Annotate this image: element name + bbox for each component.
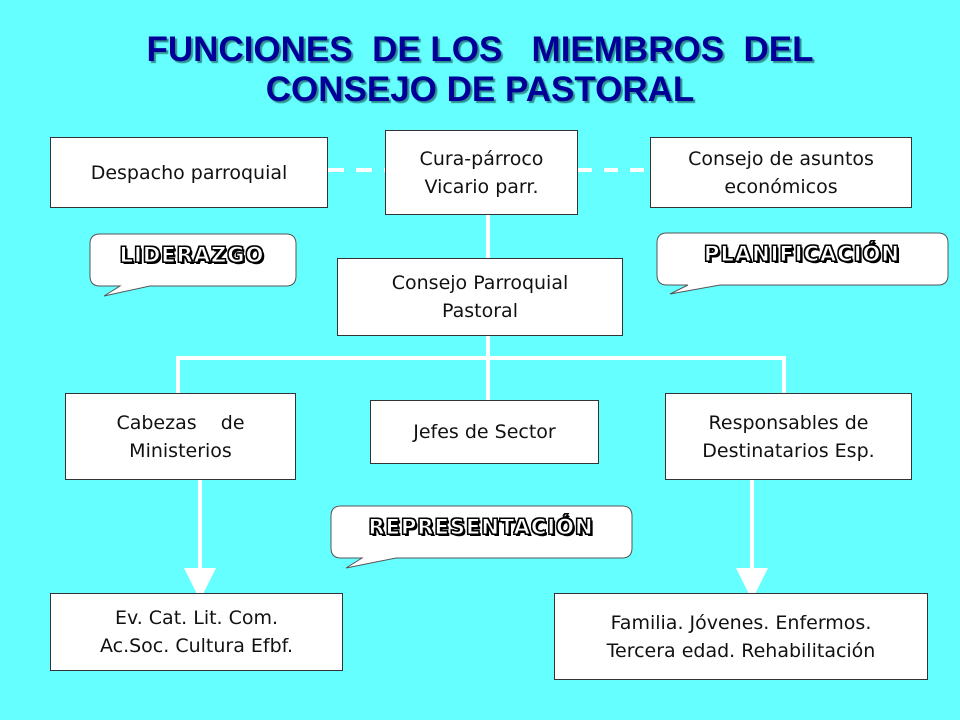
- box-consejo-line-2: Pastoral: [442, 300, 518, 322]
- callout-liderazgo-label: LIDERAZGO: [119, 243, 265, 268]
- box-cabezas-line-1: Cabezas de: [116, 411, 245, 434]
- box-jefes-line-1: Jefes de Sector: [413, 421, 556, 443]
- callout-planificacion-bubble: [656, 232, 949, 295]
- box-asuntos-line-2: económicos: [724, 175, 838, 198]
- box-ev-line-1: Ev. Cat. Lit. Com.: [114, 607, 279, 629]
- title-line-2: CONSEJO DE PASTORAL: [265, 70, 695, 109]
- box-cabezas-ministerios: Cabezas de Ministerios: [65, 393, 296, 480]
- box-cura-line-2: Vicario parr.: [424, 175, 539, 198]
- box-responsables-line-2: Destinatarios Esp.: [702, 439, 875, 462]
- box-asuntos-line-1: Consejo de asuntos: [688, 147, 874, 170]
- box-cura-parroco: Cura-párroco Vicario parr.: [385, 130, 578, 215]
- callout-representacion-label: REPRESENTACIÓN: [368, 515, 594, 540]
- callout-planificacion-label: PLANIFICACIÓN: [704, 242, 900, 267]
- diagram-title: FUNCIONES DE LOS MIEMBROS DEL CONSEJO DE…: [0, 30, 960, 110]
- box-familia-line-1: Familia. Jóvenes. Enfermos.: [610, 611, 872, 634]
- box-cabezas-line-2: Ministerios: [129, 439, 232, 462]
- box-ev-cat-lit: Ev. Cat. Lit. Com. Ac.Soc. Cultura Efbf.: [50, 593, 343, 671]
- callout-representacion-bubble: [330, 505, 633, 569]
- box-consejo-asuntos-economicos: Consejo de asuntos económicos: [650, 137, 912, 208]
- box-familia-line-2: Tercera edad. Rehabilitación: [606, 639, 876, 662]
- box-despacho-line-1: Despacho parroquial: [90, 161, 288, 184]
- box-familia-jovenes: Familia. Jóvenes. Enfermos. Tercera edad…: [554, 593, 928, 680]
- title-line-1: FUNCIONES DE LOS MIEMBROS DEL: [146, 30, 814, 69]
- box-jefes-sector: Jefes de Sector: [370, 400, 599, 464]
- box-responsables-destinatarios: Responsables de Destinatarios Esp.: [665, 393, 912, 480]
- box-ev-line-2: Ac.Soc. Cultura Efbf.: [99, 635, 294, 657]
- box-cura-line-1: Cura-párroco: [419, 147, 544, 170]
- box-consejo-line-1: Consejo Parroquial: [391, 272, 569, 294]
- box-consejo-parroquial-pastoral: Consejo Parroquial Pastoral: [337, 258, 623, 336]
- box-responsables-line-1: Responsables de: [708, 411, 869, 434]
- box-despacho-parroquial: Despacho parroquial: [50, 137, 328, 208]
- callout-liderazgo-bubble: [89, 233, 297, 297]
